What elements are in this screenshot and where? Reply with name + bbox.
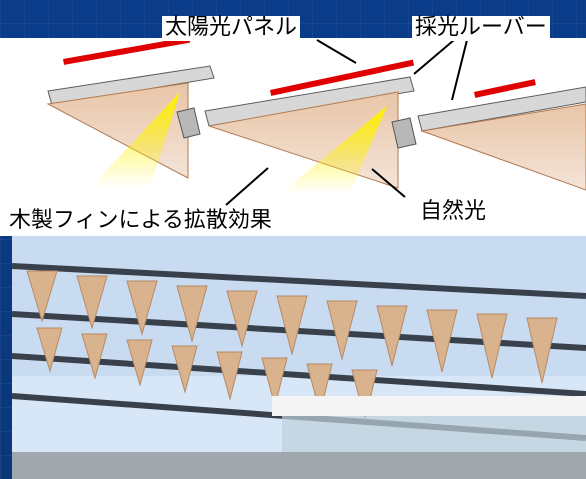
roof-slab-2	[204, 76, 415, 127]
label-wood-fin-diffusion: 木製フィンによる拡散効果	[6, 209, 275, 234]
diagram-svg	[0, 36, 586, 236]
rendering-svg	[12, 236, 586, 479]
leader-natural-light	[371, 168, 406, 198]
roof-module-1	[46, 36, 215, 188]
wood-fins	[26, 270, 558, 421]
roof-section-diagram: 太陽光パネル 採光ルーバー 木製フィンによる拡散効果 自然光	[0, 0, 586, 236]
light-cone-1	[90, 92, 180, 188]
roof-slab-3	[417, 86, 586, 132]
balcony-slab	[272, 396, 586, 416]
leader-louver-b	[451, 39, 468, 101]
roof-slab-1	[47, 65, 215, 106]
label-light-louver: 採光ルーバー	[412, 16, 550, 41]
solar-panel-bar-1	[62, 36, 191, 65]
label-solar-panel: 太陽光パネル	[162, 16, 301, 41]
solar-panel-bar-3	[474, 79, 536, 98]
leader-solar-panel	[316, 39, 357, 64]
wood-fin-3	[420, 103, 586, 191]
leader-wood-fin	[225, 167, 269, 206]
louver-2	[391, 117, 417, 149]
leader-louver-a	[413, 39, 455, 75]
roof-module-2	[204, 59, 417, 194]
solar-panel-bar-2	[270, 59, 415, 96]
interior-rendering	[12, 236, 586, 479]
louver-1	[176, 107, 201, 139]
label-natural-light: 自然光	[417, 200, 490, 225]
lower-ceiling	[12, 452, 586, 479]
roof-module-3	[417, 79, 586, 191]
light-cone-2	[280, 106, 387, 194]
balcony-glass	[282, 416, 586, 452]
